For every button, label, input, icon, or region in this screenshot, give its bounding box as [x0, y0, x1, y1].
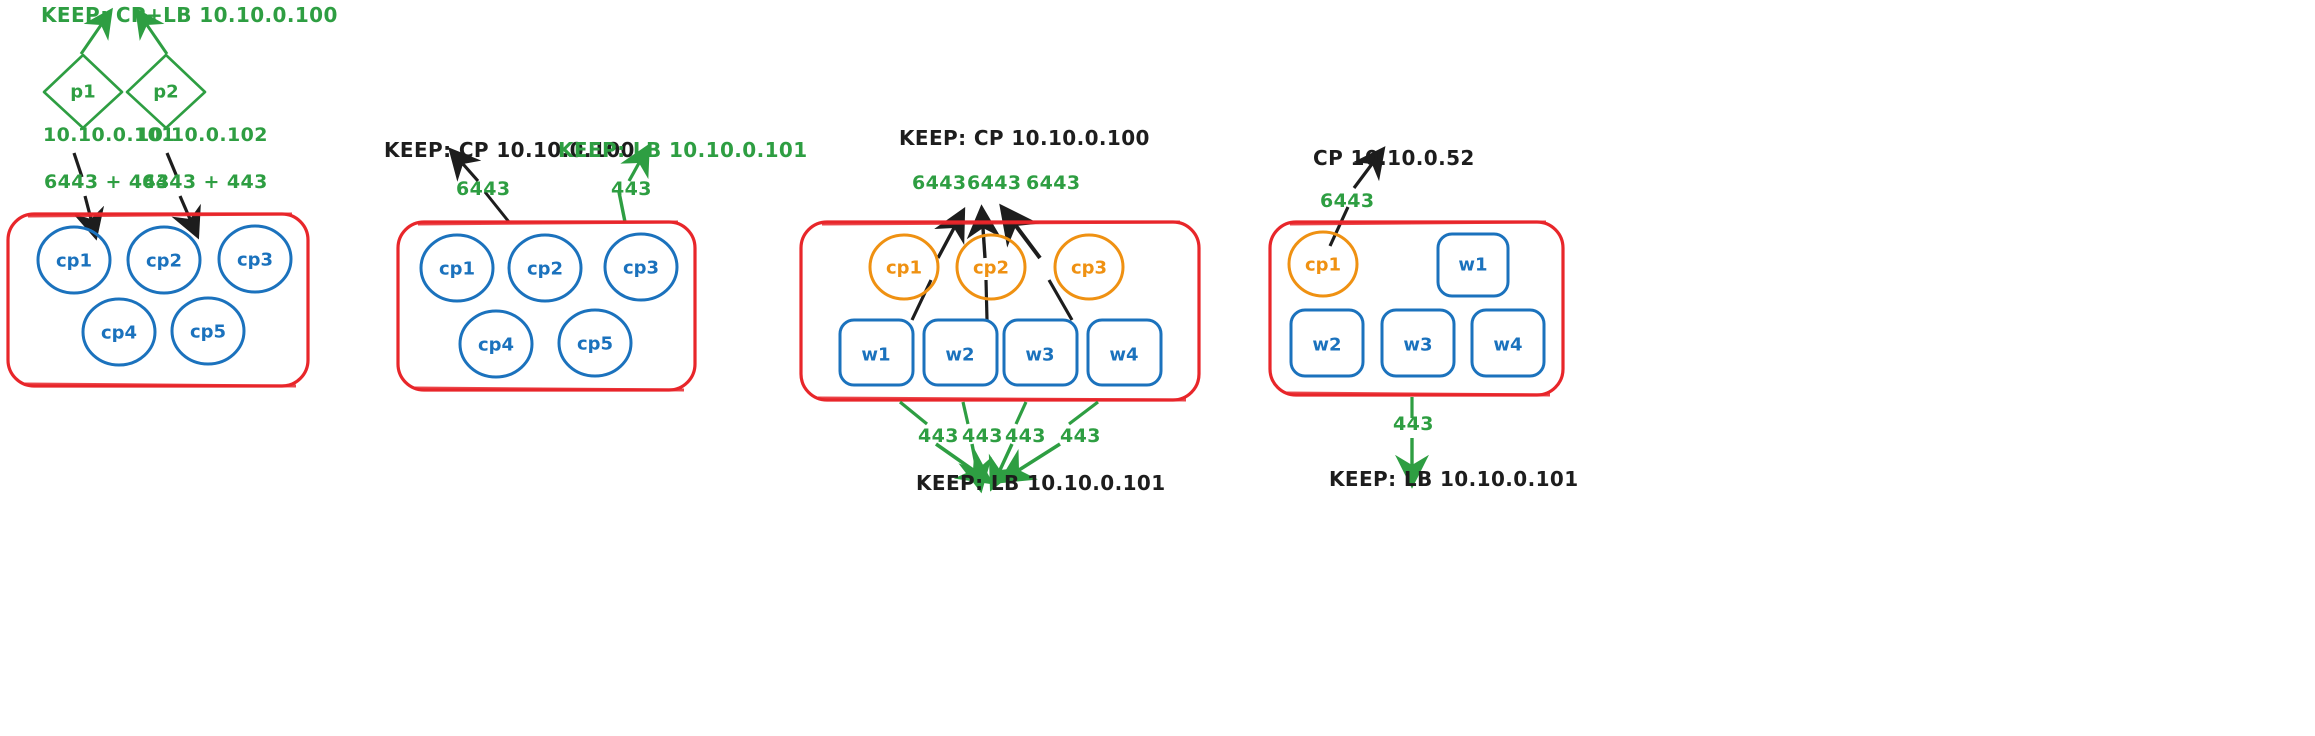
panel-1-diamonds: [42, 53, 207, 130]
panel-1-cp-circles: [36, 224, 293, 367]
panel-1-diamond-ip-p1: 10.10.0.101: [43, 124, 175, 146]
panel-3-host-box: [799, 220, 1201, 402]
panel-4-bottom-label: KEEP: LB 10.10.0.101: [1329, 467, 1579, 491]
panel-1-node-cp2: cp2: [145, 250, 183, 272]
panel-3-node-cp3: cp3: [1070, 257, 1108, 279]
panel-3-downlink-arrows: [898, 400, 1099, 494]
panel-3-node-w2: w2: [945, 344, 975, 366]
panel-2-cp-circles: [419, 232, 679, 379]
panel-4-node-w4: w4: [1493, 334, 1523, 356]
panel-4-host-box: [1268, 220, 1565, 397]
panel-2-edge-label-6443: 6443: [456, 178, 511, 200]
panel-3-node-w4: w4: [1109, 344, 1139, 366]
panel-1-node-cp3: cp3: [236, 249, 274, 271]
panel-3-edge-label-1: 6443: [912, 172, 967, 194]
panel-2-node-cp2: cp2: [526, 258, 564, 280]
panel-1-node-cp5: cp5: [189, 321, 227, 343]
panel-2-node-cp3: cp3: [622, 257, 660, 279]
panel-1-host-box: [6, 212, 310, 388]
panel-3-node-w1: w1: [861, 344, 891, 366]
panel-4-node-w2: w2: [1312, 334, 1342, 356]
panel-3-down-edge-label-1: 443: [918, 425, 959, 447]
panel-3-uplink-arrows: [910, 203, 1074, 321]
panel-3-edge-label-3: 6443: [1026, 172, 1081, 194]
panel-1-diamond-label-p1: p1: [70, 81, 96, 103]
panel-1-edge-label-1: 6443 + 443: [44, 171, 170, 193]
panel-3-cp-circles: [868, 233, 1125, 301]
panel-2-node-cp1: cp1: [438, 258, 476, 280]
panel-3-node-w3: w3: [1025, 344, 1055, 366]
panel-3-edge-label-2: 6443: [967, 172, 1022, 194]
panel-4-top-label: CP 10.10.0.52: [1313, 146, 1475, 170]
panel-1-node-cp1: cp1: [55, 250, 93, 272]
panel-4-uplink-arrow: [1328, 146, 1386, 247]
panel-1-node-cp4: cp4: [100, 322, 138, 344]
panel-3-down-edge-label-2: 443: [962, 425, 1003, 447]
panel-2-top-label-lb: KEEP: LB 10.10.0.101: [558, 138, 808, 162]
panel-3-down-edge-label-4: 443: [1060, 425, 1101, 447]
panel-3-node-cp1: cp1: [885, 257, 923, 279]
panel-4-node-w1: w1: [1458, 254, 1488, 276]
panel-4-worker-boxes: [1289, 232, 1546, 378]
panel-4-edge-label-6443: 6443: [1320, 190, 1375, 212]
panel-4-node-w3: w3: [1403, 334, 1433, 356]
panel-3-down-edge-label-3: 443: [1005, 425, 1046, 447]
panel-2-node-cp4: cp4: [477, 334, 515, 356]
panel-2-host-box: [396, 220, 697, 392]
panel-1-diamond-label-p2: p2: [153, 81, 179, 103]
panel-4-node-cp1: cp1: [1304, 254, 1342, 276]
panel-3-bottom-label: KEEP: LB 10.10.0.101: [916, 471, 1166, 495]
panel-1-edge-label-2: 6443 + 443: [142, 171, 268, 193]
panel-1-vip-arrows: [79, 7, 169, 55]
panel-3-worker-boxes: [838, 318, 1163, 387]
panel-1-diamond-ip-p2: 10.10.0.102: [136, 124, 268, 146]
panel-2-node-cp5: cp5: [576, 333, 614, 355]
panel-3-top-label: KEEP: CP 10.10.0.100: [899, 126, 1150, 150]
panel-4-down-edge-label-443: 443: [1393, 413, 1434, 435]
panel-1-top-label: KEEP: CP+LB 10.10.0.100: [41, 3, 338, 27]
panel-2-edge-label-443: 443: [611, 178, 652, 200]
panel-4-cp-circle: [1287, 230, 1359, 298]
panel-2-uplink-arrows: [448, 143, 650, 223]
panel-3-node-cp2: cp2: [972, 257, 1010, 279]
panel-2-top-label-cp: KEEP: CP 10.10.0.100: [384, 138, 635, 162]
